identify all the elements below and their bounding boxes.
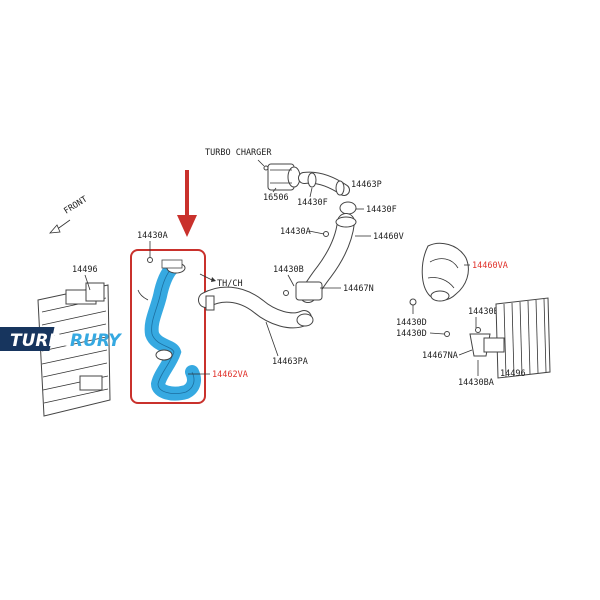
left-intercooler — [37, 282, 111, 417]
right-intercooler — [483, 297, 551, 379]
label-th-ch: TH/CH — [217, 279, 243, 289]
front-label: FRONT — [62, 195, 89, 217]
label-14496-right: 14496 — [500, 369, 526, 379]
label-14462VA: 14462VA — [212, 370, 248, 380]
bolt-14430D — [409, 298, 417, 314]
label-14430BA-top: 14430BA — [468, 307, 504, 317]
label-14463PA: 14463PA — [272, 357, 308, 367]
label-14460VA: 14460VA — [472, 261, 508, 271]
hose-14463P — [298, 171, 350, 196]
highlight-box — [130, 249, 206, 404]
label-14430A-mid: 14430A — [280, 227, 311, 237]
label-14430D-b: 14430D — [396, 329, 427, 339]
pipe-14463PA — [198, 286, 314, 329]
label-14430D-a: 14430D — [396, 318, 427, 328]
label-14467NA: 14467NA — [422, 351, 458, 361]
label-14430A-left: 14430A — [137, 231, 168, 241]
turbo-charger-outlet — [263, 163, 301, 191]
label-turbo-charger: TURBO CHARGER — [205, 148, 272, 158]
label-14460V: 14460V — [373, 232, 404, 242]
brand-part2: RURY — [70, 331, 122, 351]
label-14430B: 14430B — [273, 265, 304, 275]
clamp-14430F — [339, 201, 357, 215]
duct-14460VA — [421, 242, 469, 302]
label-16506: 16506 — [263, 193, 289, 203]
label-14496-left: 14496 — [72, 265, 98, 275]
pipe-14460V — [295, 213, 357, 303]
front-arrow-icon — [49, 219, 71, 234]
label-14430BA-bottom: 14430BA — [458, 378, 494, 388]
label-14467N: 14467N — [343, 284, 374, 294]
hose-14462VA — [137, 259, 201, 401]
brand-logo: TURBO RURY — [0, 327, 122, 351]
label-14463P: 14463P — [351, 180, 382, 190]
red-down-arrow-icon — [177, 170, 197, 237]
brand-part1: TURBO — [10, 331, 76, 351]
label-14430F-b: 14430F — [366, 205, 397, 215]
label-14430F-a: 14430F — [297, 198, 328, 208]
